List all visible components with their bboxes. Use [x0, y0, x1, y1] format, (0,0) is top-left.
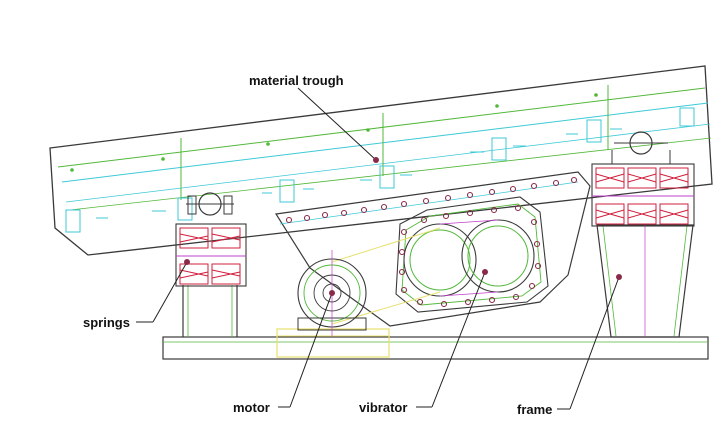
- motor: [297, 250, 367, 336]
- left-support-frame: [182, 285, 238, 337]
- label-vibrator: vibrator: [359, 400, 407, 415]
- label-springs: springs: [83, 315, 130, 330]
- right-support-frame: [596, 224, 694, 338]
- label-material-trough: material trough: [249, 73, 344, 88]
- base-plate: [162, 336, 709, 360]
- material-trough: [49, 65, 713, 256]
- vibrator-wheels: [403, 219, 535, 297]
- leader-lines: [136, 87, 622, 410]
- bolt-holes: [285, 176, 578, 308]
- left-springs: [175, 192, 247, 287]
- vibrator-housing: [274, 171, 591, 327]
- label-motor: motor: [233, 400, 270, 415]
- right-springs: [591, 131, 695, 227]
- drive-belt: [331, 227, 441, 325]
- label-frame: frame: [517, 402, 552, 417]
- motor-base: [276, 328, 390, 358]
